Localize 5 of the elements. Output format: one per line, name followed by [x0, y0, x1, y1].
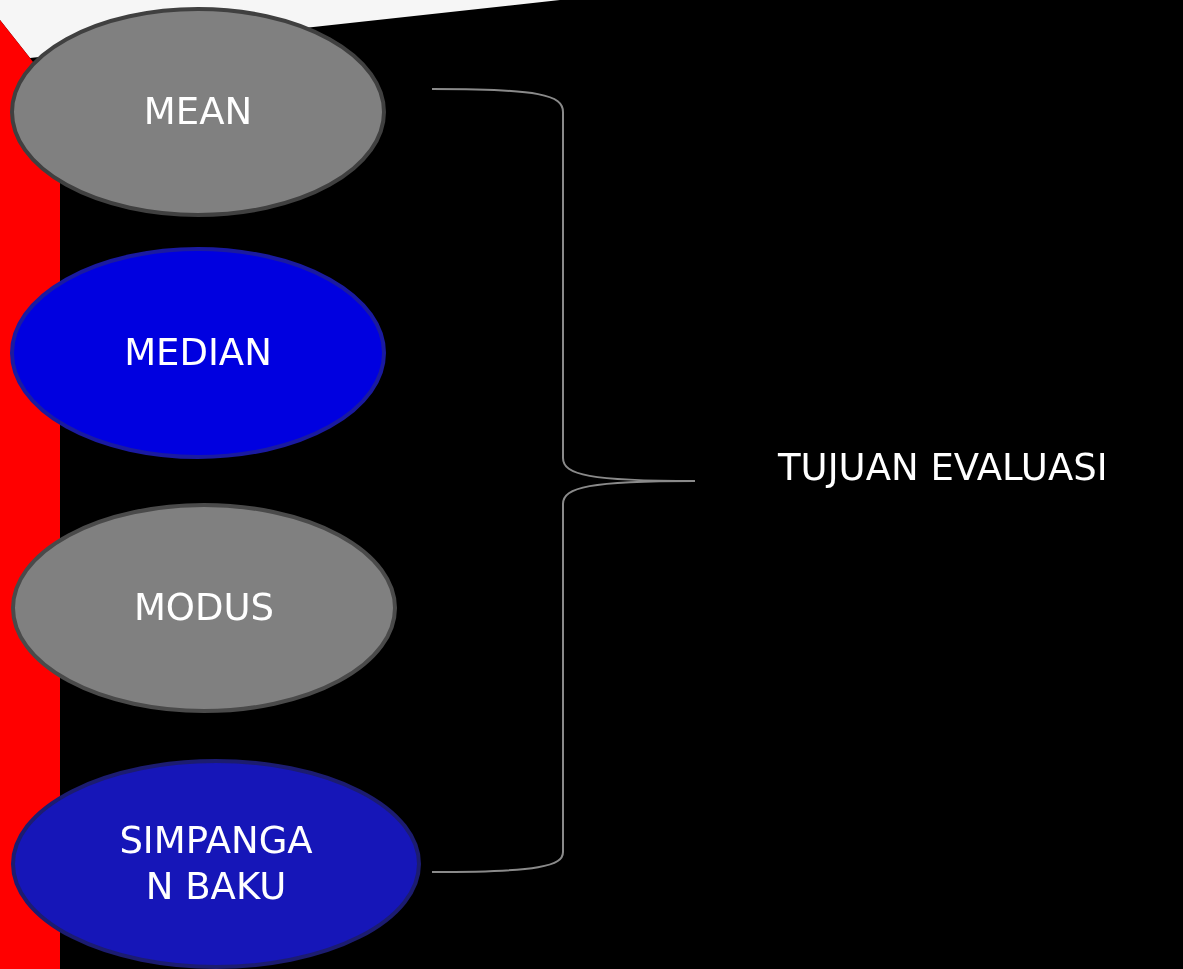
node-label: MEDIAN [123, 329, 273, 376]
bracket-label: TUJUAN EVALUASI [778, 446, 1108, 489]
node-label: MEAN [142, 88, 254, 135]
node-label: MODUS [132, 584, 276, 631]
node-label: SIMPANGA N BAKU [118, 817, 314, 910]
